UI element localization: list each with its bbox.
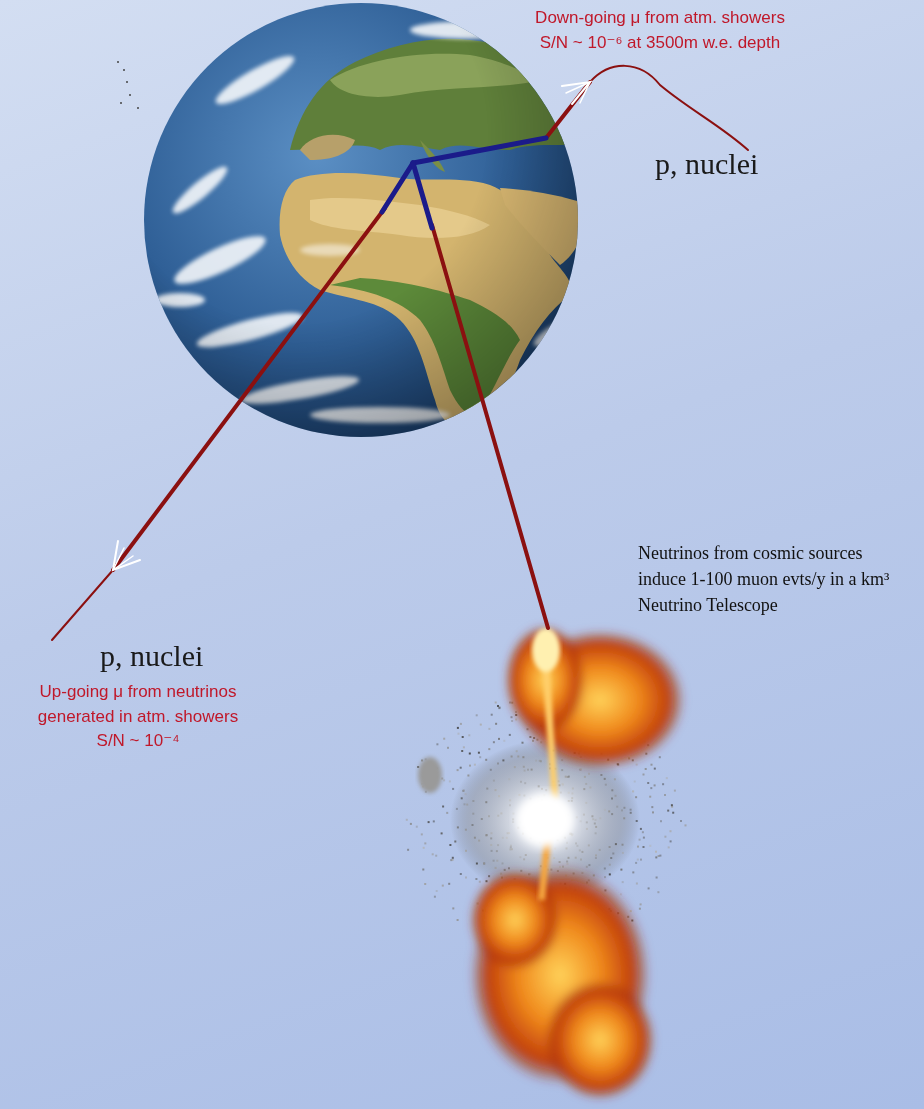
- earth: [144, 3, 600, 437]
- specks: [117, 61, 139, 109]
- radio-galaxy: [406, 625, 687, 1100]
- particle-label: p, nuclei: [655, 142, 855, 186]
- particle-label: p, nuclei: [100, 634, 300, 678]
- upgoing-note: Up-going μ from neutrinos generated in a…: [22, 680, 254, 754]
- cosmic-note: Neutrinos from cosmic sources induce 1-1…: [638, 540, 900, 618]
- depth-note: Down-going μ from atm. showers S/N ~ 10⁻…: [522, 6, 798, 55]
